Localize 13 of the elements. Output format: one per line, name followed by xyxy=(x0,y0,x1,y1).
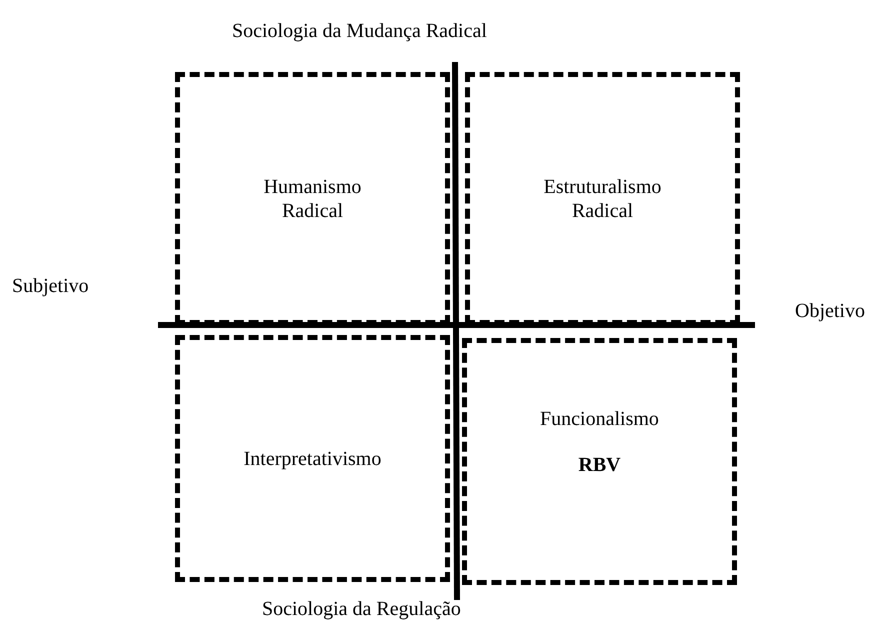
quadrant-title: Interpretativismo xyxy=(242,446,382,470)
quadrant-box xyxy=(175,335,450,582)
axis-label: Subjetivo xyxy=(12,275,89,298)
axis-label: Sociologia da Regulação xyxy=(262,598,461,621)
quadrant-title: Funcionalismo xyxy=(539,406,660,430)
quadrant-box xyxy=(462,338,737,585)
quadrant-box xyxy=(465,72,740,325)
quadrant-title: Humanismo Radical xyxy=(262,174,362,222)
quadrant-box xyxy=(175,72,450,325)
axis-label: Sociologia da Mudança Radical xyxy=(232,20,487,43)
quadrant-note: RBV xyxy=(577,452,622,476)
axis-label: Objetivo xyxy=(795,300,865,323)
quadrant-title: Estruturalismo Radical xyxy=(542,174,662,222)
